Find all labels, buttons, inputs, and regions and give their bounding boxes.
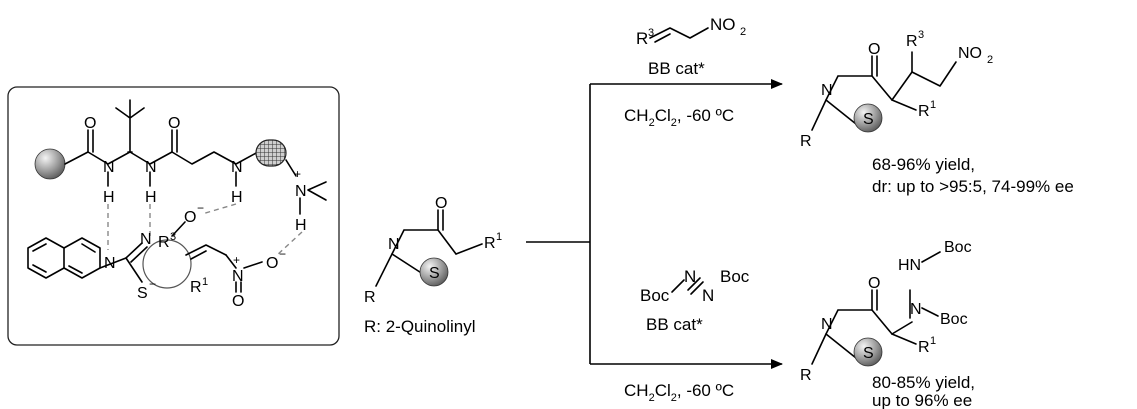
top-reagent-no2: NO [710,15,736,34]
substrate-r: R [364,289,376,306]
bottom-product-boc-top: Boc [944,239,972,256]
bottom-product-nitrogen: N [821,316,833,333]
substrate-nitrogen: N [388,236,400,253]
top-product-r1-sup: 1 [930,99,936,111]
ts-quinoline-nitrogen: N [104,255,116,272]
aromatic-spacer-icon [255,139,287,167]
substrate-oxygen: O [435,195,447,212]
ts-enolate-charge: − [197,201,204,215]
reaction-arrows [526,79,783,369]
bottom-product-yield: 80-85% yield, [872,373,975,392]
ts-hydrogen-2: H [145,189,157,206]
ts-amide-nitrogen-2: N [145,159,157,176]
ts-nitronate-oxygen: O [266,255,278,272]
top-reagent-no2-sub: 2 [740,26,746,38]
top-product-no2: NO [958,45,982,62]
top-product-r3-sup: 3 [918,29,924,41]
ts-carbonyl-oxygen-2: O [168,115,180,132]
ts-hydrogen-4: H [295,217,307,234]
ts-amide-nitrogen-3: N [231,159,243,176]
top-product-nitrogen: N [821,82,833,99]
top-product-sulfur-ball-icon [853,103,883,133]
top-product-yield: 68-96% yield, [872,155,975,174]
ts-amide-nitrogen-1: N [103,159,115,176]
top-reagent-r3: R [636,29,648,48]
bottom-product-r: R [800,367,812,384]
ts-hydrogen-1: H [103,189,115,206]
top-conditions: CH2Cl2, -60 ºC [624,106,734,129]
bottom-product-r1: R [918,339,930,356]
ts-r1-label: R [190,279,202,296]
ts-enolate-oxygen: O [184,209,196,226]
bottom-reagents: Boc N N Boc BB cat* CH2Cl2, -60 ºC [624,267,750,404]
ts-ammonium-charge: + [294,167,301,181]
thiazolone-ring-outline [142,239,192,289]
bottom-product-r1-sup: 1 [930,335,936,347]
ts-backbone [64,151,259,165]
ts-nitro-nitrogen: N [232,268,244,285]
ts-hydrogen-3: H [231,189,243,206]
ts-r3-sup: 3 [170,231,176,243]
bottom-reagent-n1: N [684,267,696,286]
bottom-reagent-boc-right: Boc [720,267,750,286]
ts-imine-nitrogen: N [140,231,152,248]
ts-carbonyl-oxygen-1: O [84,115,96,132]
bottom-catalyst: BB cat* [646,315,703,334]
bottom-product-hn: HN [898,257,921,274]
top-reagent-r3-sup: 3 [648,27,654,39]
bottom-product-hydrazine-nitrogen: N [910,301,922,318]
substrate-caption: R: 2-Quinolinyl [364,317,476,336]
substrate-r1: R [484,235,496,252]
top-reagents: R 3 NO 2 BB cat* CH2Cl2, -60 ºC [624,15,746,129]
top-product-selectivity: dr: up to >95:5, 74-99% ee [872,177,1074,196]
bottom-product-oxygen: O [868,275,880,292]
top-product-no2-sub: 2 [987,54,993,66]
bottom-product-sulfur-ball-icon [853,337,883,367]
ts-r3-label: R [158,234,170,251]
substrate-sulfur: S [429,265,440,282]
ts-ammonium-nitrogen: N [295,183,307,200]
support-ball-icon [34,148,66,180]
substrate-sulfur-ball-icon [419,257,449,287]
transition-state-model: O O N N N H H H N + H N N R 3 O − O − N … [7,86,340,346]
ts-nitro-charge: + [233,253,240,267]
substrate-r1-sup: 1 [496,231,502,243]
ts-frame [7,86,340,346]
bottom-reagent-boc-left: Boc [640,286,670,305]
ts-sulfur: S [137,285,148,302]
bottom-reagent-n2: N [702,286,714,305]
quinoline-ring [27,237,101,279]
ts-sulfur-charge: − [149,277,156,291]
top-product-oxygen: O [868,41,880,58]
ts-nitro-oxygen: O [232,293,244,310]
ts-nitronate-charge: − [279,247,286,261]
top-product-structure: O N S R R 1 R 3 NO 2 68-96% yield, dr: u… [800,29,1074,196]
bottom-product-ee: up to 96% ee [872,391,972,409]
bottom-product-structure: O N S R R 1 HN N Boc Boc 80-85% yield, u… [800,239,975,409]
ts-r1-sup: 1 [202,276,208,288]
top-product-r1: R [918,103,930,120]
bottom-product-sulfur: S [863,345,874,362]
bottom-product-boc-side: Boc [940,311,968,328]
bottom-conditions: CH2Cl2, -60 ºC [624,381,734,404]
substrate-structure: O N S R R 1 R: 2-Quinolinyl [364,195,502,336]
top-catalyst: BB cat* [648,59,705,78]
top-product-r3: R [906,33,918,50]
top-product-sulfur: S [863,111,874,128]
top-product-r: R [800,133,812,150]
